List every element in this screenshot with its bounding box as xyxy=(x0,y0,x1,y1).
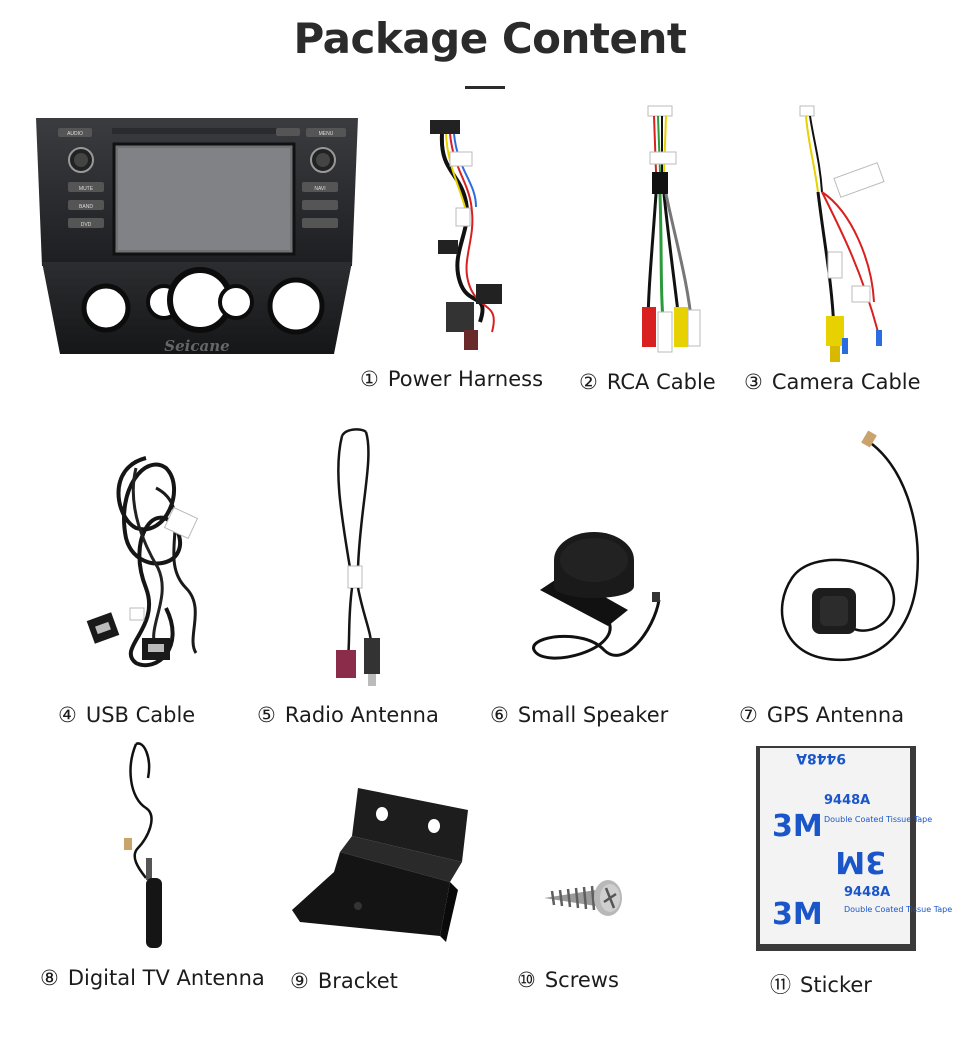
title-underline xyxy=(465,86,505,89)
usb-cable-image xyxy=(86,448,216,673)
band-button-label: BAND xyxy=(79,204,93,210)
svg-text:Double Coated Tissue Tape: Double Coated Tissue Tape xyxy=(844,905,952,914)
gps-antenna-image xyxy=(772,428,927,678)
power-harness-image xyxy=(420,112,520,367)
camera-cable-image xyxy=(792,102,902,367)
svg-text:3M: 3M xyxy=(835,844,886,879)
audio-button-label: AUDIO xyxy=(67,131,83,137)
head-unit-image: AUDIO MENU MUTE BAND DVD NAVI Seicane xyxy=(34,116,360,356)
svg-text:9448A: 9448A xyxy=(824,793,870,808)
small-speaker-image xyxy=(524,520,674,680)
navi-button-label: NAVI xyxy=(314,186,325,192)
radio-antenna-image xyxy=(330,428,390,693)
screw-image xyxy=(540,878,630,918)
dvd-button-label: DVD xyxy=(81,222,92,228)
digital-tv-antenna-image xyxy=(118,738,168,953)
sticker-image: 9448A 3M 9448A Double Coated Tissue Tape… xyxy=(756,746,952,951)
brand-logo: Seicane xyxy=(164,337,229,355)
sticker-brand: 3M xyxy=(772,809,823,844)
svg-text:9448A: 9448A xyxy=(844,885,890,900)
mute-button-label: MUTE xyxy=(79,186,94,192)
page-title: Package Content xyxy=(293,14,687,63)
svg-text:9448A: 9448A xyxy=(796,750,846,766)
svg-text:Double Coated Tissue Tape: Double Coated Tissue Tape xyxy=(824,815,932,824)
menu-button-label: MENU xyxy=(319,131,334,137)
rca-cable-image xyxy=(626,102,716,367)
svg-text:3M: 3M xyxy=(772,897,823,932)
bracket-image xyxy=(290,786,475,946)
